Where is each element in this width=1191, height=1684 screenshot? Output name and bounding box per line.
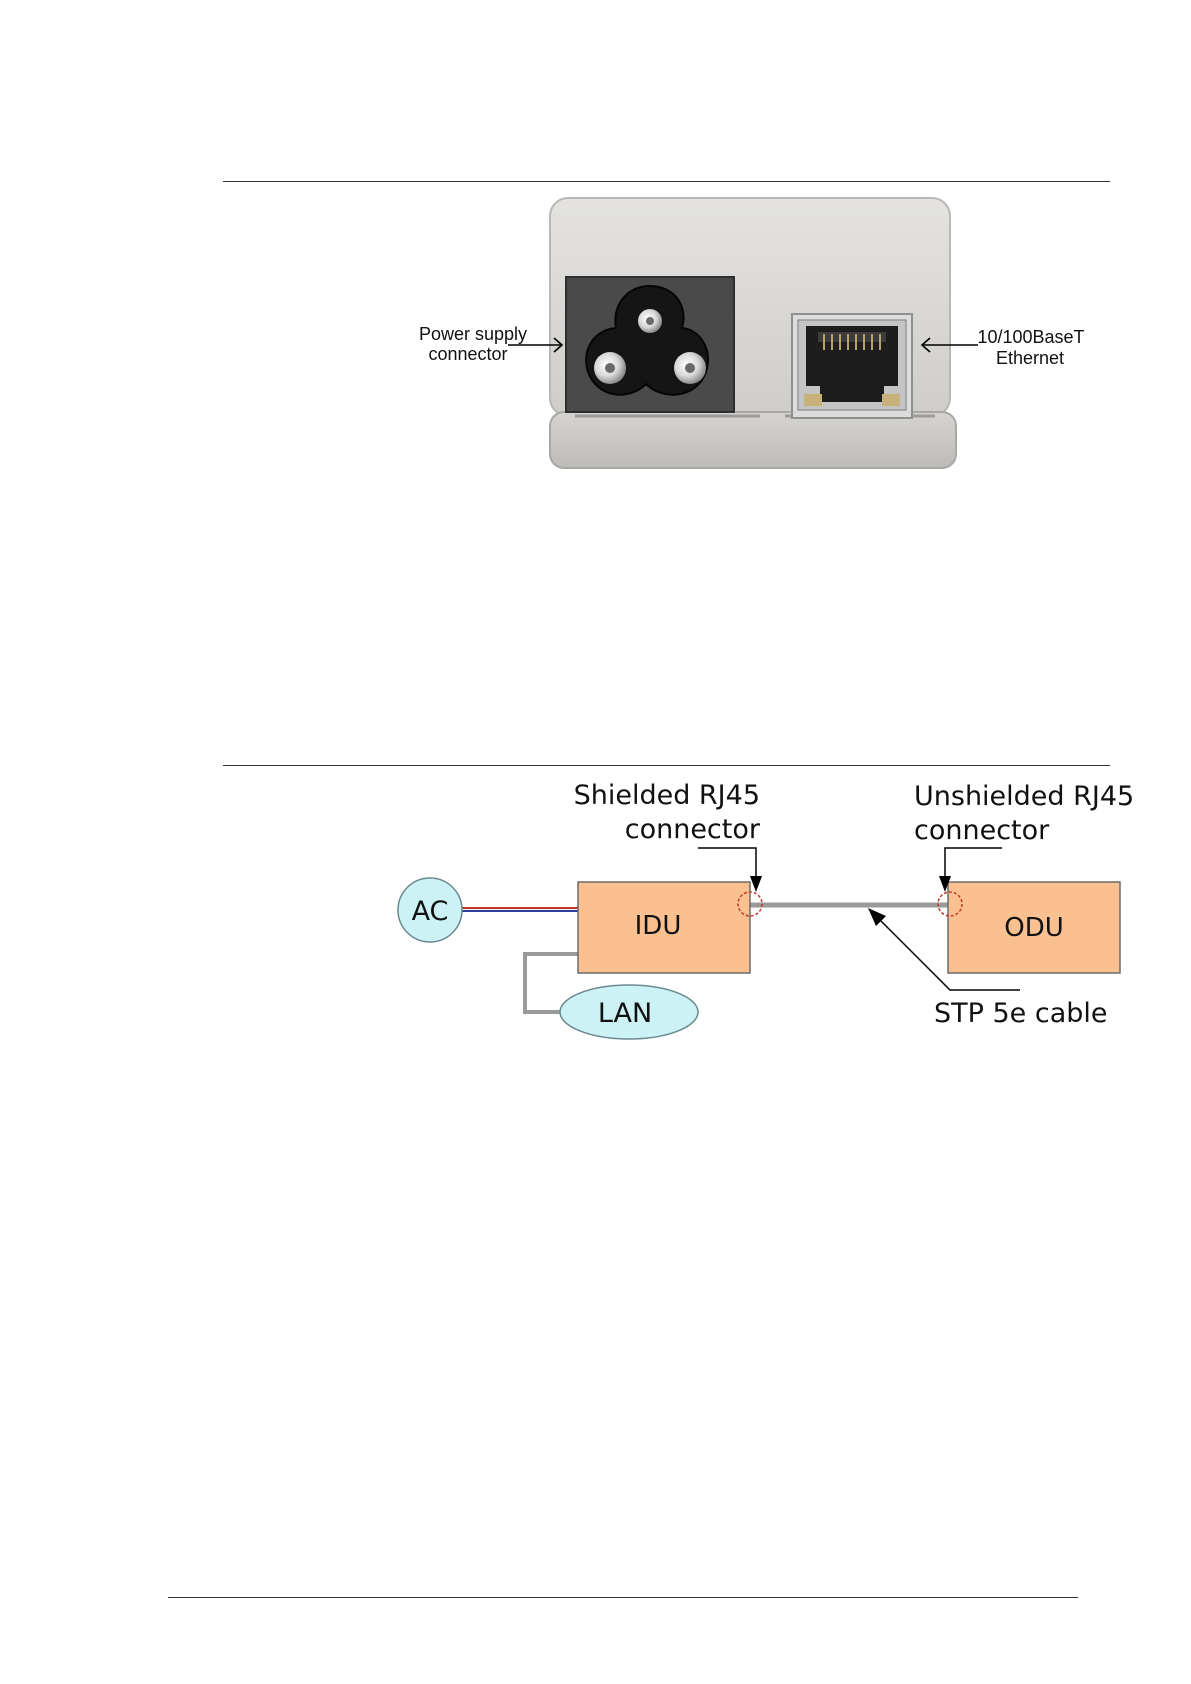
power-inlet <box>566 277 734 412</box>
shielded-label-line1: Shielded RJ45 <box>574 780 760 811</box>
top-rule <box>223 181 1110 182</box>
power-label-line2: connector <box>428 344 507 364</box>
lan-label: LAN <box>598 998 652 1029</box>
unshielded-label-line1: Unshielded RJ45 <box>914 781 1134 812</box>
middle-rule <box>223 765 1110 766</box>
ethernet-label-line2: Ethernet <box>996 348 1064 368</box>
device-photo-figure: Power supply connector 10/100BaseT Ether… <box>0 190 1191 480</box>
ac-label: AC <box>412 896 449 927</box>
power-label-line1: Power supply <box>419 324 527 344</box>
ac-node: AC <box>398 878 462 942</box>
idu-label: IDU <box>635 911 682 941</box>
idu-unit: IDU <box>578 882 750 973</box>
unshielded-label-line2: connector <box>914 815 1050 846</box>
cable-label: STP 5e cable <box>934 998 1108 1029</box>
bottom-rule <box>168 1597 1078 1598</box>
odu-unit: ODU <box>948 882 1120 973</box>
shielded-label-line2: connector <box>625 814 761 845</box>
ethernet-port <box>792 314 912 418</box>
connection-diagram: AC IDU ODU LAN Shielded RJ45 connector U… <box>0 770 1191 1050</box>
power-wire <box>462 908 578 911</box>
lan-node: LAN <box>560 985 698 1039</box>
odu-label: ODU <box>1004 913 1064 943</box>
ethernet-label-line1: 10/100BaseT <box>977 327 1084 347</box>
